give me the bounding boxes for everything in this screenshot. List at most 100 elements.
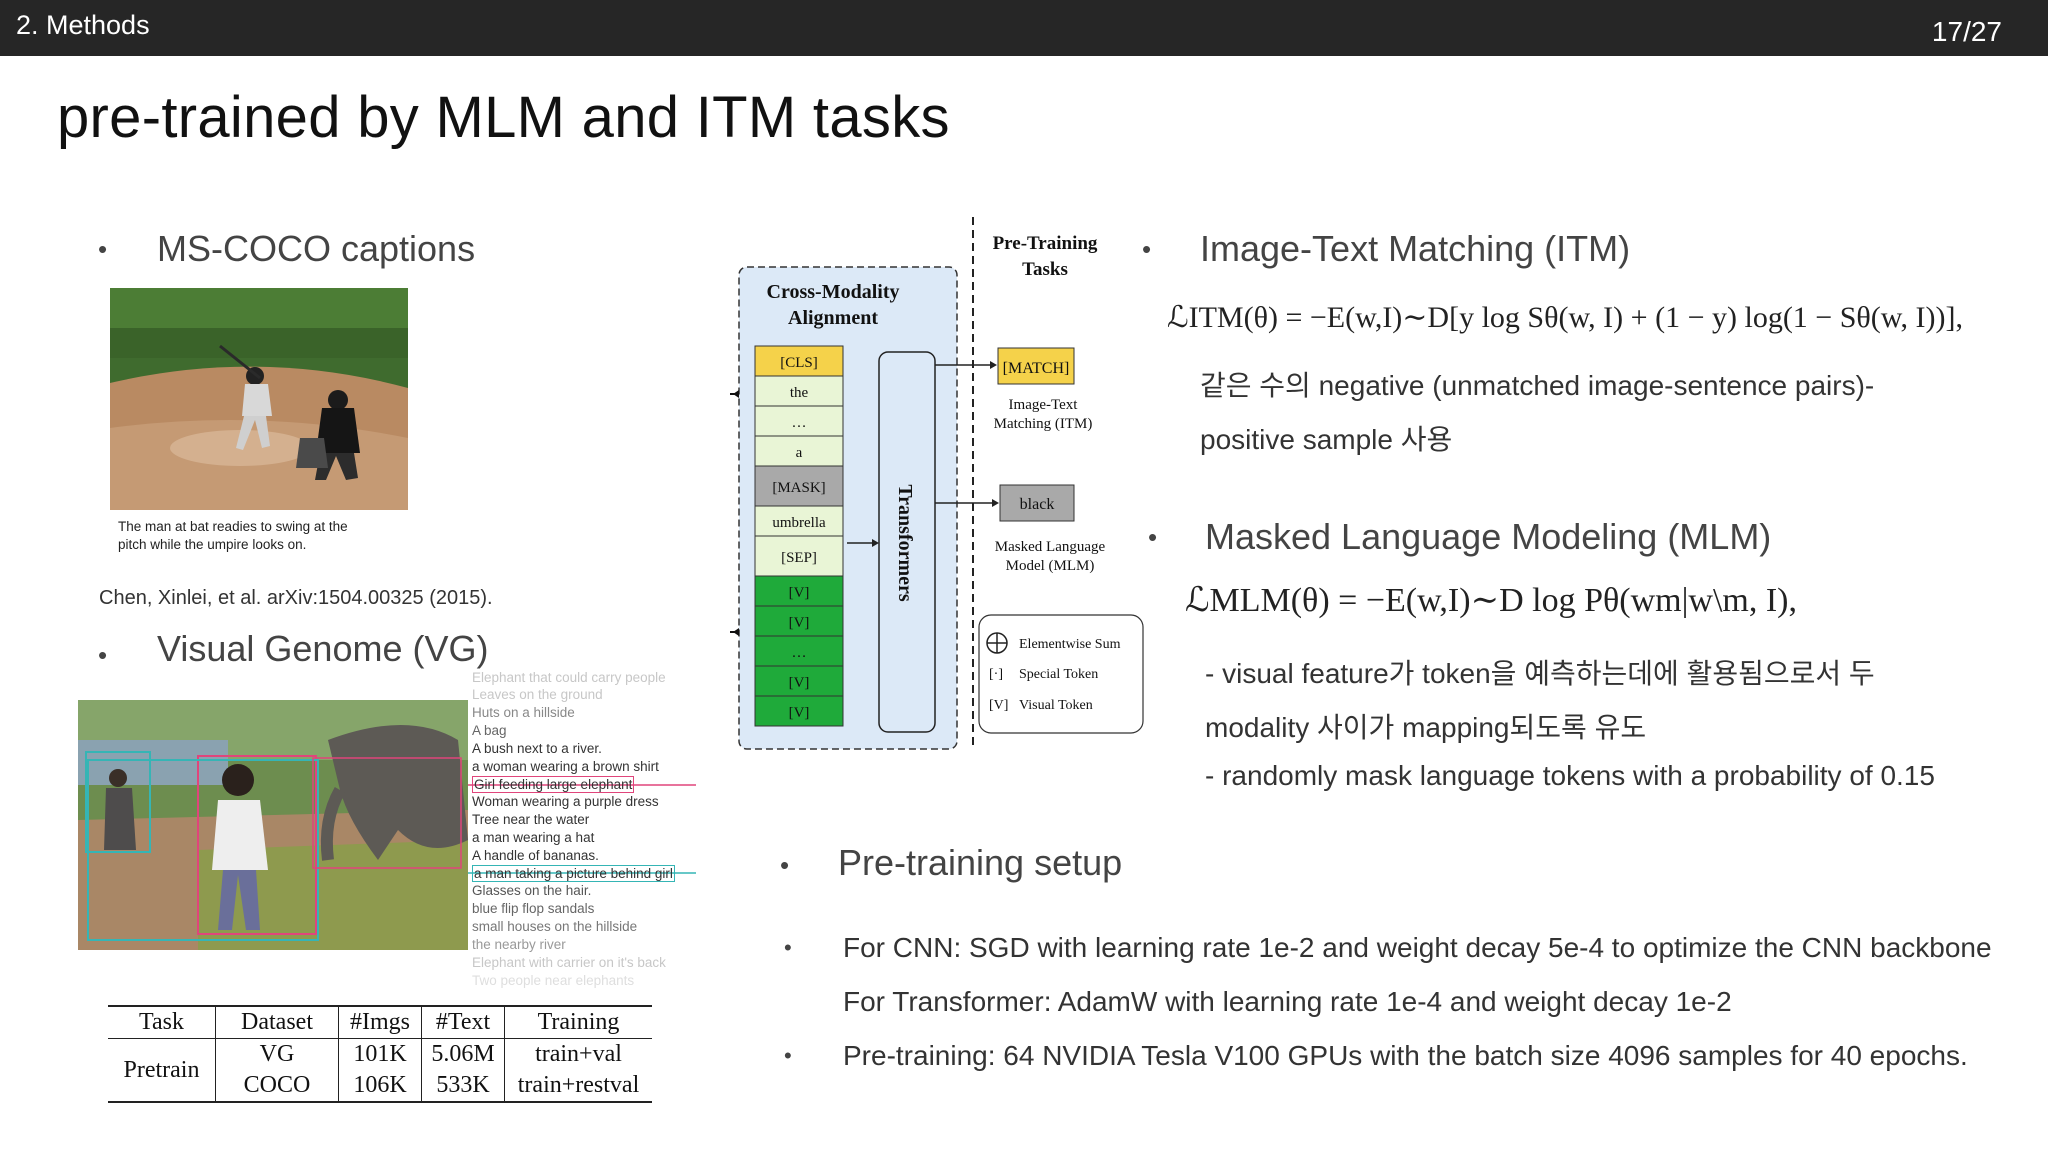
legend-special-symbol: [·]	[989, 667, 1003, 682]
table-cell: COCO	[215, 1070, 339, 1103]
mlm-line3: - randomly mask language tokens with a p…	[1205, 760, 1935, 791]
architecture-diagram: Cross-Modality Alignment [CLS] the … a [MASK…	[730, 217, 1144, 750]
itm-formula: ℒITM(θ) = −E(w,I)∼D[y log Sθ(w, I) + (1 …	[1167, 300, 1963, 335]
setup-heading: Pre-training setup	[838, 842, 1123, 883]
mscoco-heading: MS-COCO captions	[157, 228, 476, 269]
token-label: a	[796, 445, 803, 461]
setup-item2: Pre-training: 64 NVIDIA Tesla V100 GPUs …	[843, 1040, 1968, 1071]
table-cell: train+val	[535, 1041, 622, 1067]
token-label: …	[792, 415, 807, 431]
token-label: [V]	[789, 705, 810, 721]
legend-box	[978, 614, 1144, 734]
header-bar	[0, 0, 2048, 56]
dataset-table: Task Dataset #Imgs #Text Training Pretra…	[108, 1005, 652, 1103]
setup-item1-line2: For Transformer: AdamW with learning rat…	[843, 986, 1732, 1017]
token-label: umbrella	[772, 515, 826, 531]
legend-visual-label: Visual Token	[1019, 698, 1093, 713]
section-title: 2. Methods	[16, 10, 150, 40]
mlm-formula: ℒMLM(θ) = −E(w,I)∼D log Pθ(wm|w\m, I),	[1185, 580, 1797, 620]
token-cell	[754, 575, 844, 607]
page-number: 17/27	[1931, 16, 2002, 47]
pretrain-title-line2: Tasks	[1022, 259, 1068, 280]
mlm-label-line2: Model (MLM)	[1006, 558, 1095, 574]
black-token	[999, 484, 1075, 522]
bullet-icon: •	[780, 850, 790, 880]
table-cell: 533K	[421, 1070, 505, 1103]
cma-title-line1: Cross-Modality	[767, 281, 900, 303]
arrow-head-icon	[733, 390, 739, 398]
bullet-icon: •	[1148, 522, 1158, 552]
arrow-head-icon	[992, 499, 999, 507]
vg-caption: Elephant with carrier on it's back	[472, 955, 666, 970]
table-cell: 101K	[338, 1038, 422, 1070]
bullet-icon: •	[784, 1043, 792, 1068]
arrow-head-icon	[733, 628, 739, 636]
token-label: [MASK]	[772, 480, 825, 496]
bullet-icon: •	[98, 640, 108, 670]
coco-caption: The man at bat readies to swing at the p…	[118, 518, 348, 554]
vg-caption-highlighted: Girl feeding large elephant	[472, 776, 635, 793]
vg-caption: Two people near elephants	[472, 973, 635, 988]
legend-visual-symbol: [V]	[989, 698, 1008, 713]
black-token-label: black	[1020, 496, 1055, 513]
bullet-icon: •	[1142, 234, 1152, 264]
arrow-head-icon	[872, 539, 879, 547]
vg-connector-lines	[468, 784, 696, 874]
vg-caption: Tree near the water	[472, 812, 590, 827]
vg-caption: blue flip flop sandals	[472, 901, 595, 916]
token-cell	[754, 695, 844, 727]
coco-baseball-photo	[110, 288, 408, 510]
token-label: [V]	[789, 615, 810, 631]
table-header: #Text	[421, 1005, 505, 1039]
table-cell: 5.06M	[421, 1038, 505, 1070]
token-cell	[754, 605, 844, 637]
token-label: [CLS]	[780, 355, 818, 371]
table-cell-task: Pretrain	[108, 1038, 216, 1103]
cma-title-line2: Alignment	[788, 307, 878, 329]
legend-special-label: Special Token	[1019, 667, 1098, 682]
coco-caption-line2: pitch while the umpire looks on.	[118, 537, 307, 552]
token-label: …	[792, 645, 807, 661]
vg-caption: small houses on the hillside	[472, 919, 638, 934]
vg-region-captions: Elephant that could carry people Leaves …	[472, 670, 707, 990]
token-label: [V]	[789, 675, 810, 691]
token-label: [SEP]	[781, 550, 817, 566]
mlm-formula-text: ℒMLM(θ) = −E(w,I)∼D log Pθ(wm|w\m, I),	[1185, 582, 1797, 619]
table-header: Dataset	[215, 1005, 339, 1039]
mlm-label-line1: Masked Language	[995, 539, 1106, 555]
token-cell	[754, 435, 844, 467]
vg-caption: A bush next to a river.	[472, 741, 602, 756]
table-cell: VG	[215, 1038, 339, 1070]
mlm-heading: Masked Language Modeling (MLM)	[1205, 516, 1772, 557]
match-token	[997, 347, 1075, 385]
slide-title: pre-trained by MLM and ITM tasks	[57, 85, 950, 150]
mlm-line2: modality 사이가 mapping되도록 유도	[1205, 712, 1647, 743]
token-label: the	[790, 385, 809, 401]
vg-caption: Woman wearing a purple dress	[472, 794, 659, 809]
vg-caption: a woman wearing a brown shirt	[472, 759, 659, 774]
table-header: Training	[504, 1005, 652, 1039]
coco-citation: Chen, Xinlei, et al. arXiv:1504.00325 (2…	[99, 587, 493, 609]
vg-caption: Leaves on the ground	[472, 687, 603, 702]
setup-item1-line1: For CNN: SGD with learning rate 1e-2 and…	[843, 932, 1992, 963]
vg-heading: Visual Genome (VG)	[157, 628, 489, 669]
itm-heading: Image-Text Matching (ITM)	[1200, 228, 1631, 269]
itm-formula-text: ℒITM(θ) = −E(w,I)∼D[y log Sθ(w, I) + (1 …	[1167, 301, 1963, 334]
token-cell	[754, 535, 844, 577]
transformers-block	[878, 351, 936, 733]
itm-line2: positive sample 사용	[1200, 424, 1453, 455]
vg-caption: a man wearing a hat	[472, 830, 595, 845]
itm-line1: 같은 수의 negative (unmatched image-sentence…	[1200, 370, 1875, 401]
vg-caption: the nearby river	[472, 937, 566, 952]
pretrain-title-line1: Pre-Training	[993, 233, 1098, 254]
vg-elephant-photo	[78, 700, 468, 950]
vg-caption: A handle of bananas.	[472, 848, 599, 863]
transformers-label: Transformers	[894, 484, 916, 602]
vg-caption: A bag	[472, 723, 507, 738]
match-token-label: [MATCH]	[1003, 360, 1070, 377]
table-cell: train+restval	[504, 1070, 652, 1103]
token-cell	[754, 665, 844, 697]
arrow-head-icon	[990, 361, 997, 369]
vg-caption: Elephant that could carry people	[472, 670, 666, 685]
vg-caption: Glasses on the hair.	[472, 883, 592, 898]
